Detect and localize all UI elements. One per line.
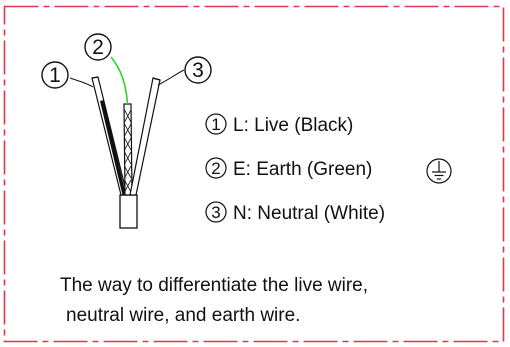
- live-wire-lead: [69, 77, 94, 88]
- neutral-wire: [129, 69, 185, 196]
- legend-item-live: 1 L: Live (Black): [205, 113, 353, 136]
- caption-line-2: neutral wire, and earth wire.: [66, 305, 300, 326]
- legend-earth-number: 2: [211, 159, 220, 178]
- callout-neutral: 3: [184, 56, 212, 84]
- callout-earth: 2: [84, 33, 112, 61]
- legend: 1 L: Live (Black) 2 E: Earth (Green) 3 N…: [205, 113, 452, 224]
- live-wire: [69, 76, 128, 196]
- legend-live-label: L: Live (Black): [233, 115, 353, 136]
- legend-neutral-number: 3: [211, 203, 220, 222]
- callout-neutral-number: 3: [192, 59, 204, 82]
- earth-wire-lead: [110, 56, 129, 105]
- callout-earth-number: 2: [92, 36, 104, 59]
- ground-symbol-icon: [426, 158, 452, 184]
- callout-live: 1: [41, 61, 69, 89]
- dashed-frame: [3, 5, 505, 343]
- neutral-wire-lead: [157, 69, 185, 86]
- earth-wire: [110, 56, 133, 196]
- caption-line-1: The way to differentiate the live wire,: [60, 275, 368, 296]
- legend-item-earth: 2 E: Earth (Green): [205, 157, 452, 184]
- legend-neutral-label: N: Neutral (White): [233, 203, 385, 224]
- legend-item-neutral: 3 N: Neutral (White): [205, 201, 385, 224]
- caption: The way to differentiate the live wire, …: [60, 275, 368, 326]
- legend-earth-label: E: Earth (Green): [233, 159, 372, 180]
- legend-live-number: 1: [211, 115, 220, 134]
- callout-live-number: 1: [49, 64, 61, 87]
- cable-sheath: [119, 194, 138, 229]
- cable-illustration: [69, 56, 185, 229]
